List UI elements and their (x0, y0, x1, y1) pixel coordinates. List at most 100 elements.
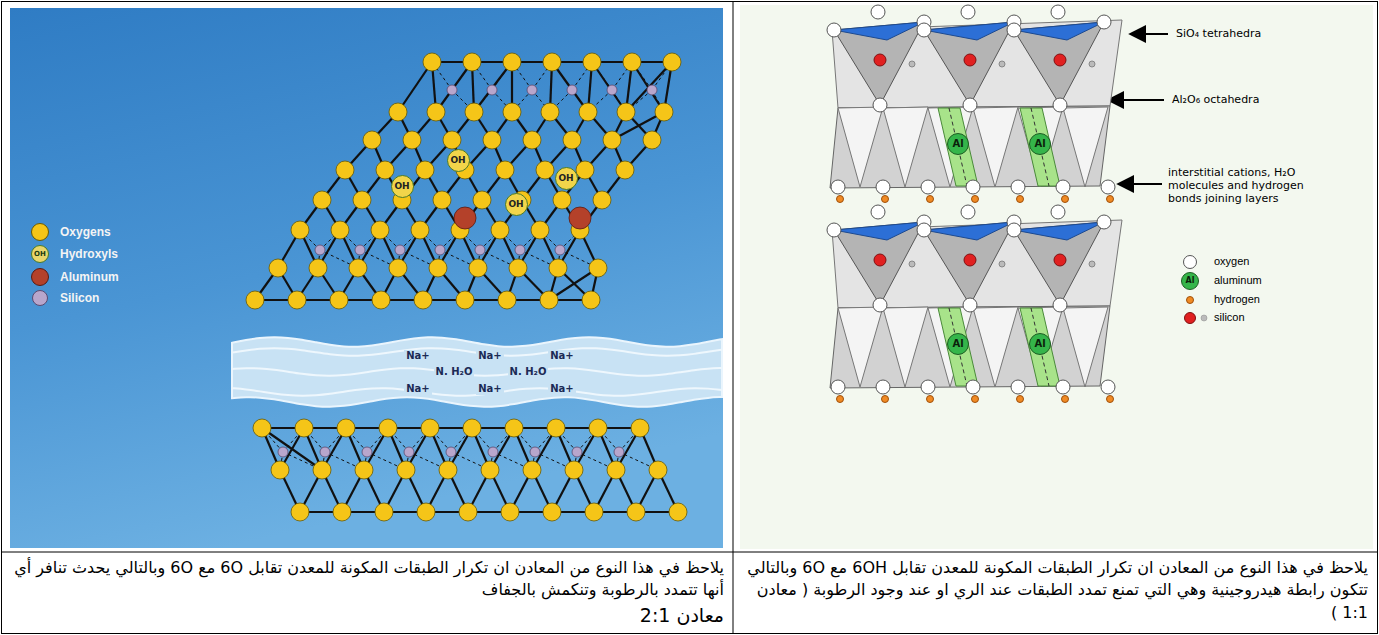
ion-label: Na+ (548, 383, 576, 395)
hydrogen-atom (837, 396, 844, 403)
oxygen-atom (417, 503, 435, 521)
oxygen-atom (579, 103, 597, 121)
silicon-atom (607, 85, 617, 95)
oxygen-atom (349, 259, 367, 277)
oxygen-atom (549, 259, 567, 277)
oxygen-atom (503, 103, 521, 121)
oxygen-atom (876, 380, 890, 394)
hydrogen-atom (1107, 196, 1114, 203)
atom-symbol: Al (1034, 339, 1045, 349)
hydrogen-atom (1062, 196, 1069, 203)
tetrahedron-top (834, 22, 924, 40)
oxygen-atom (1011, 380, 1025, 394)
oxygen-atom (543, 503, 561, 521)
ion-label: Na+ (548, 350, 576, 362)
legend-swatch (31, 268, 49, 286)
octahedron-face (883, 307, 928, 387)
oxygen-atom (389, 259, 407, 277)
octahedral-sheet (830, 306, 1110, 388)
oxygen-atom (463, 53, 481, 71)
atom-symbol: OH (394, 182, 409, 191)
oxygen-atom (917, 223, 931, 237)
oxygen-atom (271, 461, 289, 479)
table-divider (2, 552, 1378, 553)
part-label: SiO₄ tetrahedra (1176, 27, 1261, 40)
blue-panel (10, 8, 723, 548)
aluminum-circle: Al (947, 133, 969, 155)
oxygen-atom (643, 131, 661, 149)
green-panel (740, 5, 1373, 549)
silicon-atom (395, 245, 405, 255)
silicon-atom (435, 245, 445, 255)
octahedron-band (938, 108, 978, 186)
oxygen-atom (871, 5, 885, 19)
tetrahedron-top (1014, 222, 1104, 240)
oxygen-atom (963, 98, 977, 112)
legend-swatch (31, 223, 49, 241)
tetrahedral-sheet (832, 220, 1122, 308)
ion-label: Na+ (476, 350, 504, 362)
oxygen-atom (1056, 380, 1070, 394)
oxygen-atom (1007, 23, 1021, 37)
oxygen-atom (541, 103, 559, 121)
oxygen-atom (481, 461, 499, 479)
legend-label: Oxygens (60, 225, 111, 239)
atom-symbol: Al (952, 339, 963, 349)
oxygen-atom (443, 131, 461, 149)
silicon-dot (909, 61, 915, 67)
oxygen-atom (375, 503, 393, 521)
silicon-atom (647, 85, 657, 95)
oxygen-atom (439, 461, 457, 479)
oxygen-atom (531, 221, 549, 239)
octahedron-face (883, 107, 928, 187)
oxygen-atom (389, 103, 407, 121)
legend-label: Silicon (60, 291, 99, 305)
oxygen-atom (921, 180, 935, 194)
aluminum-atom (454, 207, 476, 229)
oxygen-atom (501, 503, 519, 521)
oxygen-atom (523, 461, 541, 479)
oxygen-atom (403, 131, 421, 149)
oxygen-atom (309, 259, 327, 277)
oxygen-atom (1007, 223, 1021, 237)
silicon-atom (614, 447, 624, 457)
atoms (246, 53, 687, 521)
oxygen-atom (966, 180, 980, 194)
oxygen-atom (523, 131, 541, 149)
octahedron-face (1018, 107, 1063, 187)
legend-label: aluminum (1214, 274, 1262, 287)
pointer-arrow (1118, 183, 1162, 185)
oxygen-atom (1051, 5, 1065, 19)
oxygen-atom (269, 259, 287, 277)
legend-label: Hydroxyls (60, 247, 118, 261)
oxygen-atom (603, 131, 621, 149)
octahedron-face (838, 107, 883, 187)
silicon-atom (515, 245, 525, 255)
hydrogen-atom (1017, 196, 1024, 203)
oxygen-atom (585, 503, 603, 521)
oxygen-atom (536, 161, 554, 179)
silicon-atom (487, 85, 497, 95)
silicon-atom (278, 447, 288, 457)
oxygen-atom (371, 221, 389, 239)
octahedral-sheet (830, 106, 1110, 188)
oxygen-atom (330, 291, 348, 309)
silicon-atom (488, 447, 498, 457)
aluminum-circle: Al (1029, 333, 1051, 355)
tetrahedron (924, 22, 1014, 105)
oxygen-atom (372, 291, 390, 309)
oxygen-atom (1097, 215, 1111, 229)
oxygen-atom (491, 221, 509, 239)
atom-symbol: OH (450, 156, 465, 165)
octahedron-band (1020, 308, 1060, 386)
silicon-atom (447, 85, 457, 95)
oxygen-atom (576, 161, 594, 179)
water-label: N. H₂O (434, 366, 475, 378)
oxygen-atom (337, 419, 355, 437)
oxygen-atom (1053, 98, 1067, 112)
legend-label: oxygen (1214, 255, 1249, 268)
oxygen-atom (831, 180, 845, 194)
silicon-dot (1089, 61, 1095, 67)
oxygen-atom (1097, 15, 1111, 29)
